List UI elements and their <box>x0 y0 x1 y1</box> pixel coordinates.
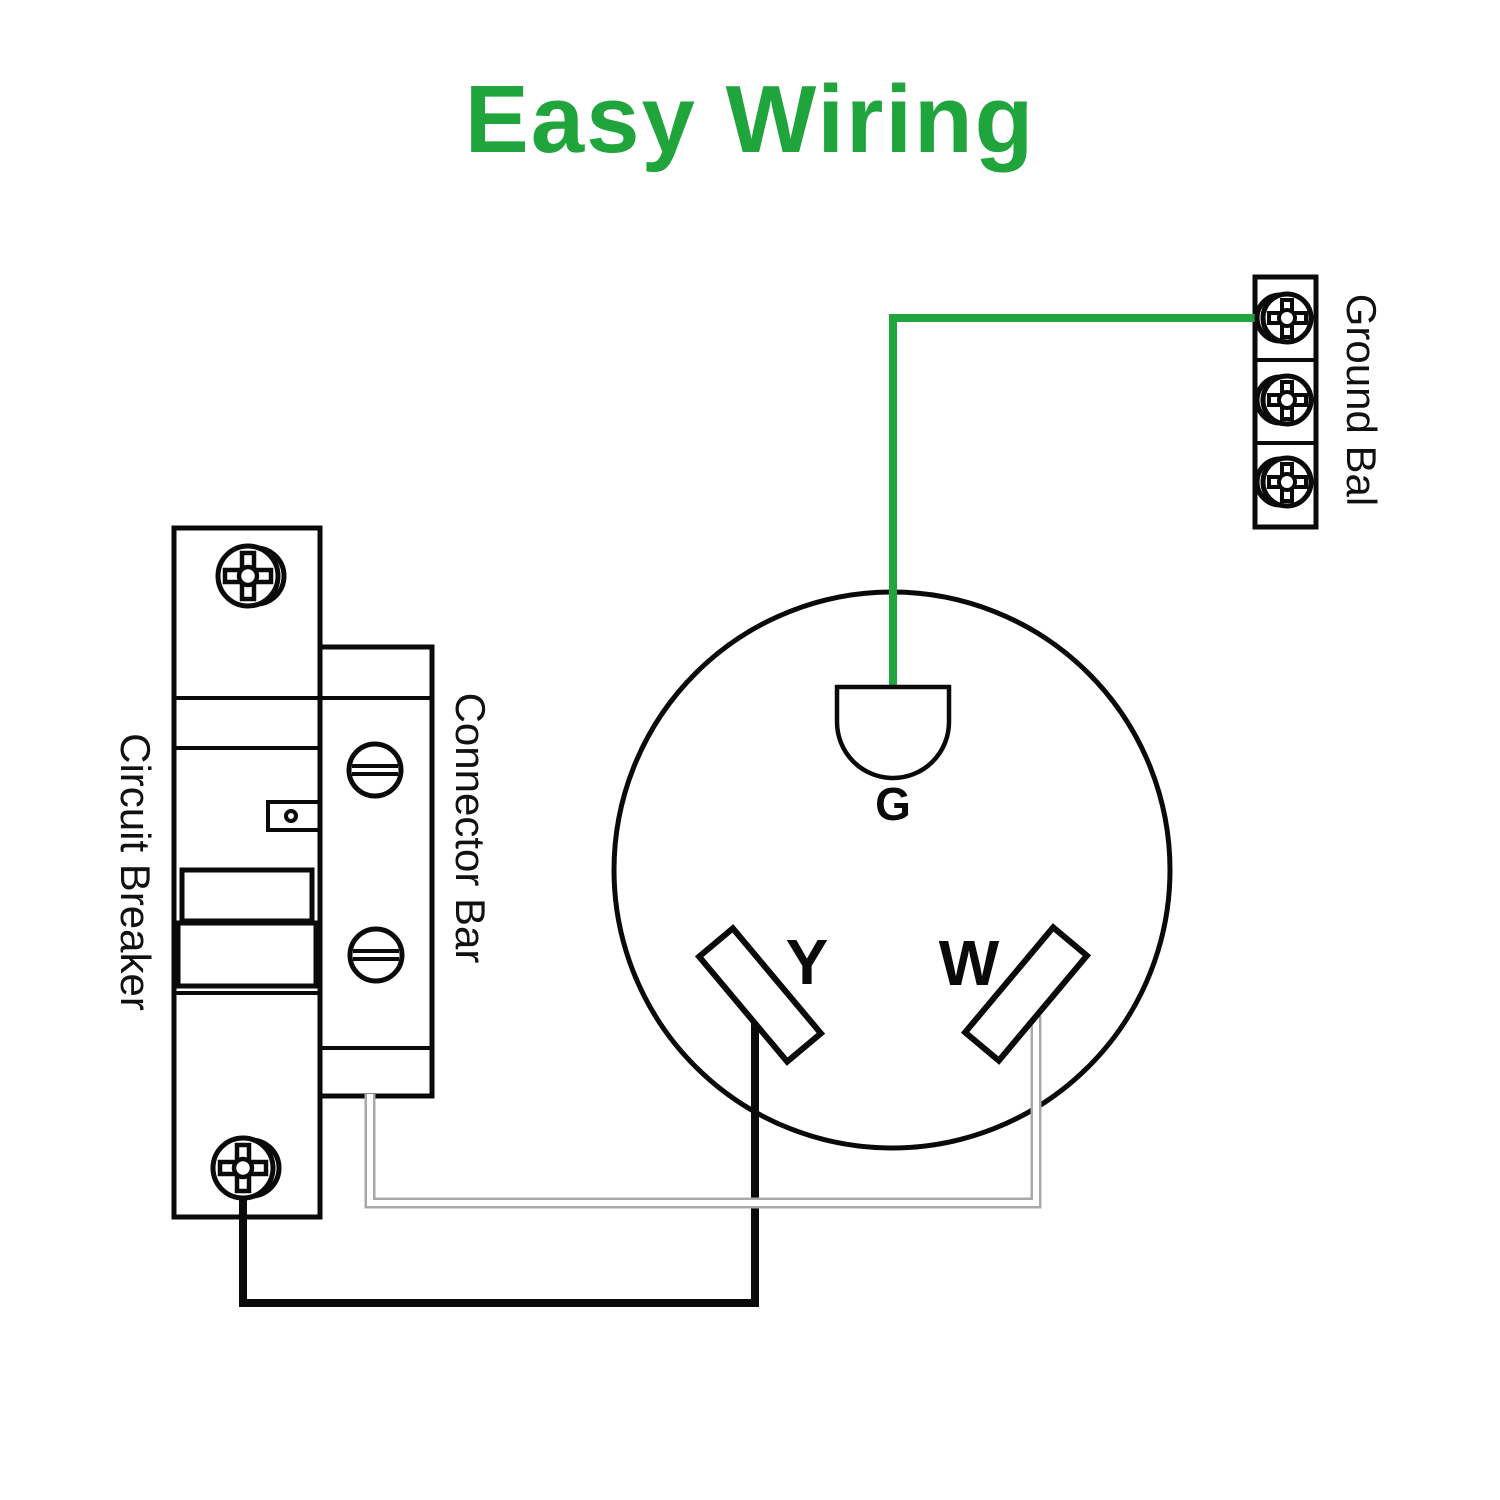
terminal-label-g: G <box>875 778 911 830</box>
ground-bar-label: Ground Bal <box>1338 294 1385 506</box>
terminal-label-y: Y <box>786 926 829 998</box>
phillips-screw-icon <box>215 543 287 609</box>
breaker-toggle-lower <box>175 920 319 989</box>
breaker-toggle-upper <box>179 867 315 924</box>
phillips-screw-icon <box>1254 291 1314 345</box>
phillips-screw-icon <box>1254 455 1314 509</box>
phillips-screw-icon <box>210 1135 282 1201</box>
ground-slot <box>834 684 952 781</box>
phillips-screw-icon <box>1254 373 1314 427</box>
breaker-test-hole <box>284 809 298 823</box>
neutral-wire <box>367 1016 1039 1206</box>
hot-wire <box>239 1022 759 1307</box>
circuit-breaker-label: Circuit Breaker <box>112 733 159 1011</box>
terminal-label-w: W <box>939 927 1000 999</box>
wires <box>239 314 1256 1307</box>
page-title: Easy Wiring <box>465 66 1036 173</box>
connector-bar-label: Connector Bar <box>447 693 494 964</box>
outlet-slots <box>694 684 1092 1066</box>
hot-slot-y <box>694 924 826 1066</box>
connector-bar-body <box>317 644 435 1099</box>
circuit-breaker <box>171 525 323 1220</box>
connector-bar <box>317 644 435 1099</box>
ground-wire <box>889 314 1256 690</box>
slotted-screw-icon <box>347 926 405 984</box>
slotted-screw-icon <box>346 741 404 799</box>
neutral-slot-w <box>960 923 1092 1065</box>
